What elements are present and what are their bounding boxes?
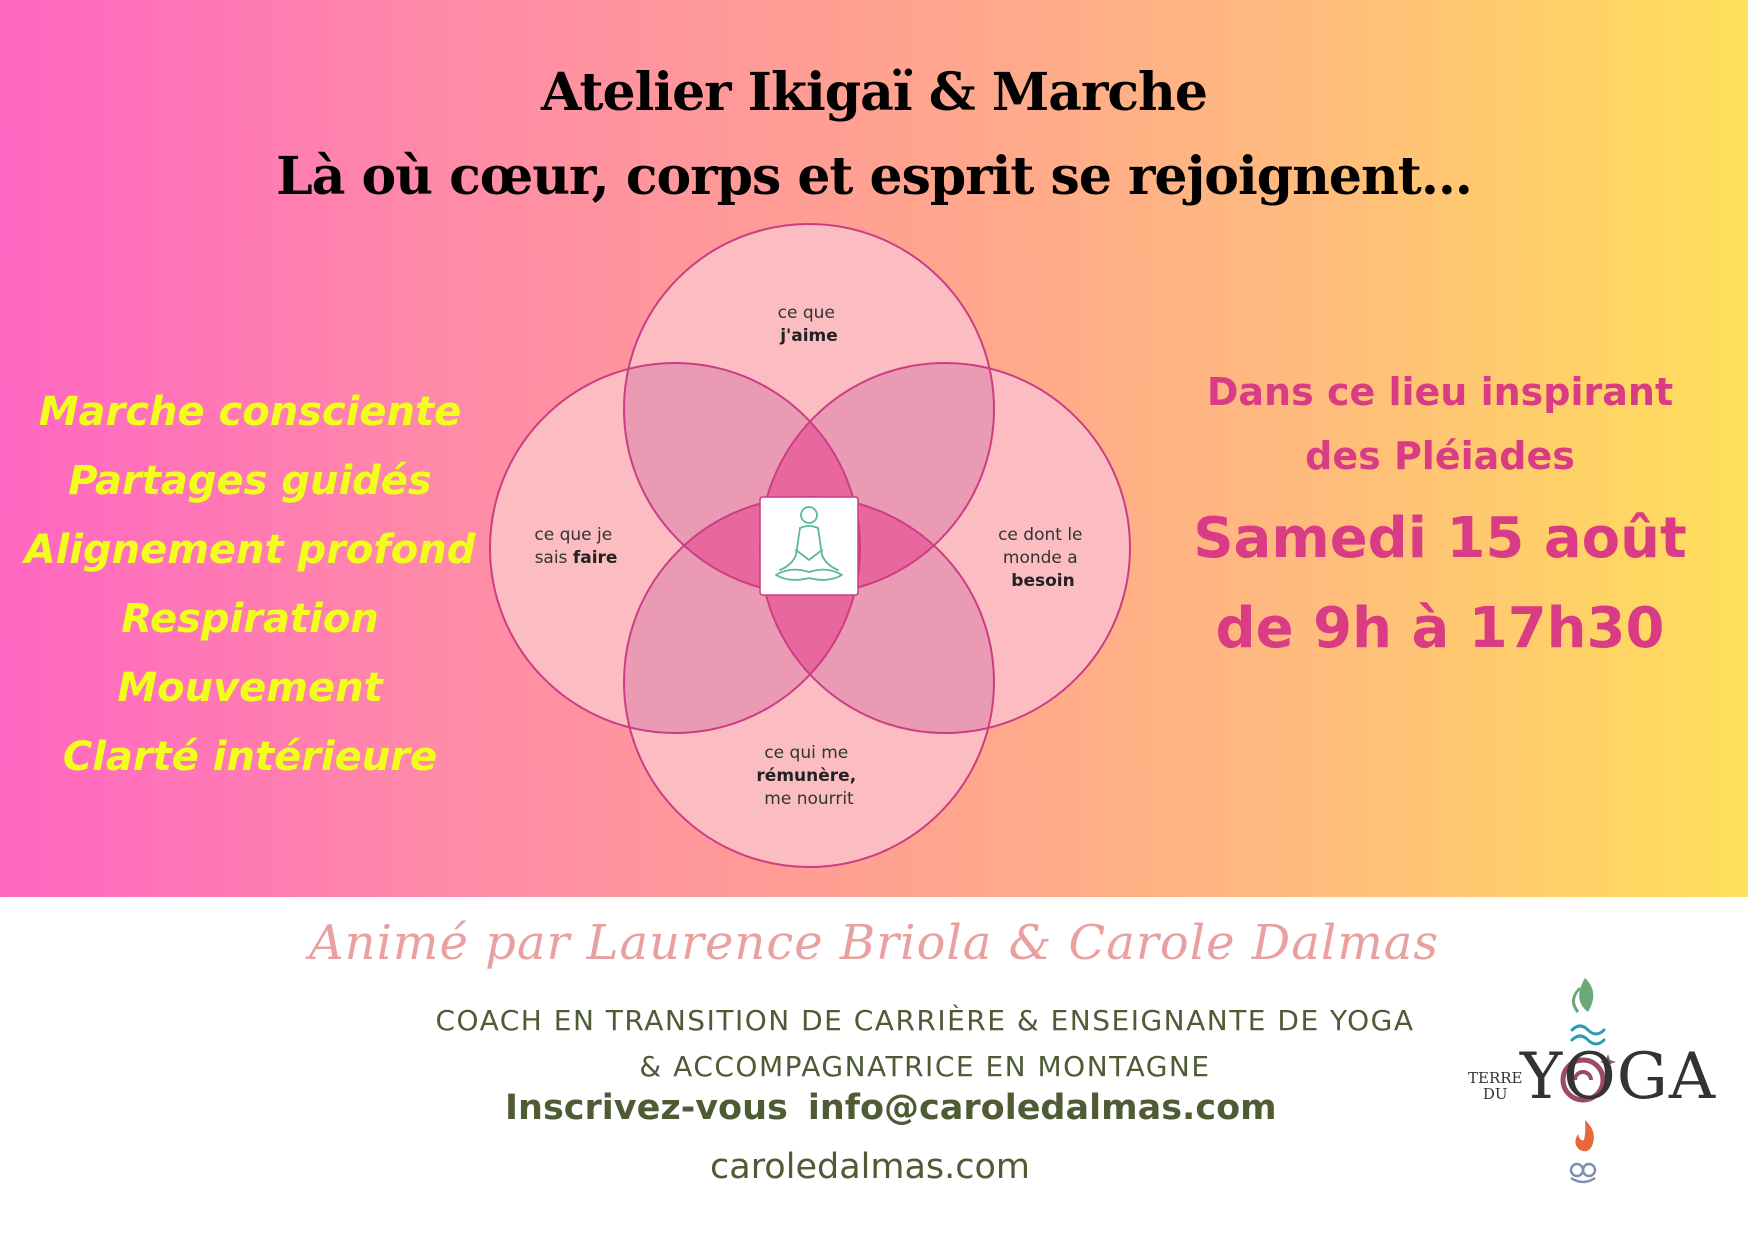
logo-small-text: TERRE DU — [1468, 1069, 1523, 1103]
roles-line-1: COACH EN TRANSITION DE CARRIÈRE & ENSEIG… — [435, 1004, 1415, 1037]
roles-block: COACH EN TRANSITION DE CARRIÈRE & ENSEIG… — [380, 998, 1470, 1090]
venue-line-2: des Pléiades — [1305, 434, 1575, 478]
title-line-1: Atelier Ikigaï & Marche — [541, 62, 1208, 123]
roles-line-2: & ACCOMPAGNATRICE EN MONTAGNE — [639, 1050, 1211, 1083]
event-date: Samedi 15 août — [1193, 506, 1687, 571]
hosts-line: Animé par Laurence Briola & Carole Dalma… — [309, 915, 1439, 971]
sparkle-icon — [1600, 1054, 1616, 1070]
air-icon — [1569, 1162, 1597, 1184]
terre-du-yoga-logo: TERRE DU YOGA — [1460, 970, 1715, 1190]
activity-item: Alignement profond — [24, 527, 476, 573]
water-icon — [1570, 1024, 1606, 1046]
leaf-icon — [1572, 978, 1594, 1013]
venn-label-left: ce que je sais faire — [534, 525, 617, 568]
venn-label-bottom: ce qui me rémunère, me nourrit — [756, 743, 861, 809]
activity-item: Marche consciente — [38, 389, 462, 435]
activities-list: Marche consciente Partages guidés Aligne… — [20, 378, 480, 792]
venn-label-top: ce que j'aime — [778, 303, 841, 346]
fire-icon — [1575, 1120, 1594, 1152]
venue-info: Dans ce lieu inspirant des Pléiades Same… — [1180, 360, 1700, 674]
event-time: de 9h à 17h30 — [1215, 596, 1665, 661]
activity-item: Partages guidés — [68, 458, 432, 504]
contact-line: Inscrivez-vous info@caroledalmas.com — [505, 1088, 1277, 1128]
website-link[interactable]: caroledalmas.com — [710, 1147, 1031, 1187]
contact-email[interactable]: info@caroledalmas.com — [807, 1088, 1277, 1128]
title-line-2: Là où cœur, corps et esprit se rejoignen… — [276, 146, 1473, 207]
meditation-icon — [759, 496, 859, 596]
activity-item: Clarté intérieure — [62, 734, 438, 780]
spiral-icon — [1560, 1057, 1606, 1103]
activity-item: Mouvement — [117, 665, 383, 711]
venn-label-right: ce dont le monde a besoin — [998, 525, 1088, 591]
activity-item: Respiration — [121, 596, 379, 642]
signup-cta: Inscrivez-vous — [505, 1088, 788, 1128]
logo-big-text: YOGA — [1520, 1040, 1717, 1114]
venue-line-1: Dans ce lieu inspirant — [1206, 370, 1674, 414]
ikigai-venn-diagram: ce que j'aime ce que je sais faire ce do… — [489, 223, 1131, 868]
